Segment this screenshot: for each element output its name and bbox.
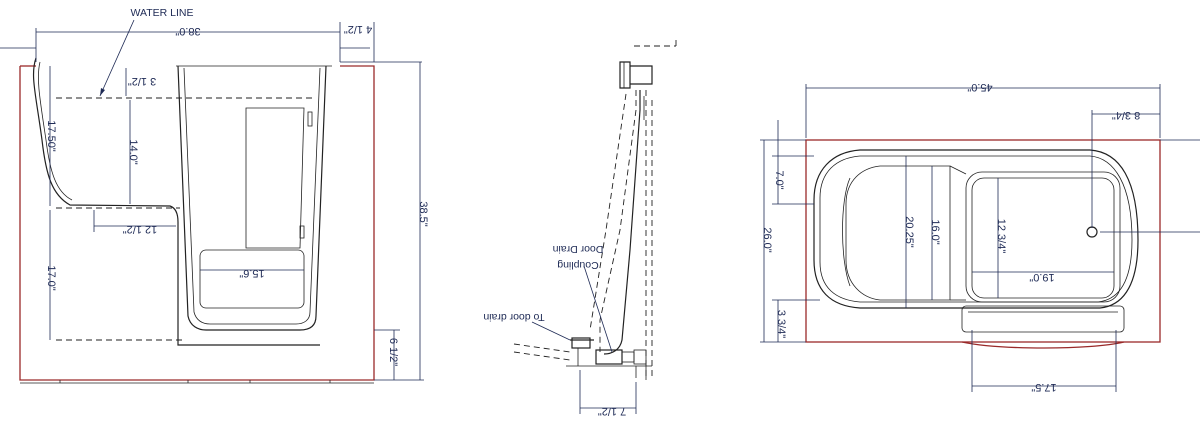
dim-drain-offset-label: 8 3/4" [1112,109,1140,121]
door-drain-label-1: Door Drain [552,243,603,255]
dim-seat-step-label: 12 1/2" [123,223,158,235]
to-door-drain-label: To door drain [483,311,544,323]
top-footwell [965,171,1121,303]
front-door-panel [245,107,305,249]
front-view: 38.0" 4 1/2" WATER LINE 3 1/2" 17.50" 14… [0,7,429,384]
front-seat [199,249,305,309]
dim-footwell-height-label: 12 3/4" [995,219,1007,254]
dim-inner-width-label: 20.25" [903,216,915,248]
front-outer-frame [19,65,375,381]
door-drain-label-2: Coupling [557,259,599,271]
dim-bottom-right-label: 6 1/2" [387,338,399,366]
top-tub-shell [813,149,1139,309]
dim-waterline-drop-label: 3 1/2" [128,75,156,87]
dim-top-right-label: 4 1/2" [344,23,372,35]
water-line-label: WATER LINE [130,7,193,19]
dim-width-label: 38.0" [175,25,200,37]
dim-inner-mid-label: 16.0" [929,219,941,244]
dim-seat-width-label: 15.6" [239,267,264,279]
front-tub-profile [32,57,320,346]
dim-bottom-gap-label: 3 3/4" [775,310,787,338]
top-view: 45.0" 8 3/4" 26.0" 7.0" 20.25" 16.0" 12 … [760,81,1200,393]
side-dim-bottom-label: 7 1/2" [598,405,626,417]
top-door-step [961,305,1125,333]
drain-icon [1086,226,1098,238]
front-door-outline [177,65,327,331]
dim-door-width-label: 17.5" [1031,381,1056,393]
dim-inner-height-label: 14.0" [127,139,139,164]
side-faucet [619,61,653,89]
side-drain-plate [571,337,591,349]
top-basin-left [845,165,951,301]
side-tub-profile [603,90,641,355]
dim-top-gap-label: 7.0" [773,170,785,189]
dim-overall-width-label: 26.0" [761,227,773,252]
dim-footwell-width-label: 19.0" [1029,271,1054,283]
side-dashed-profile-1 [599,90,637,352]
side-view: Door Drain Coupling To door drain 7 1/2" [483,40,677,417]
dim-total-height-label: 38.5" [417,201,429,226]
side-drain-coupling [595,349,623,365]
dim-left-height-label: 17.50" [45,120,57,152]
dim-length-label: 45.0" [967,81,992,93]
dim-lower-height-label: 17.0" [45,265,57,290]
top-outer-frame [805,139,1161,343]
